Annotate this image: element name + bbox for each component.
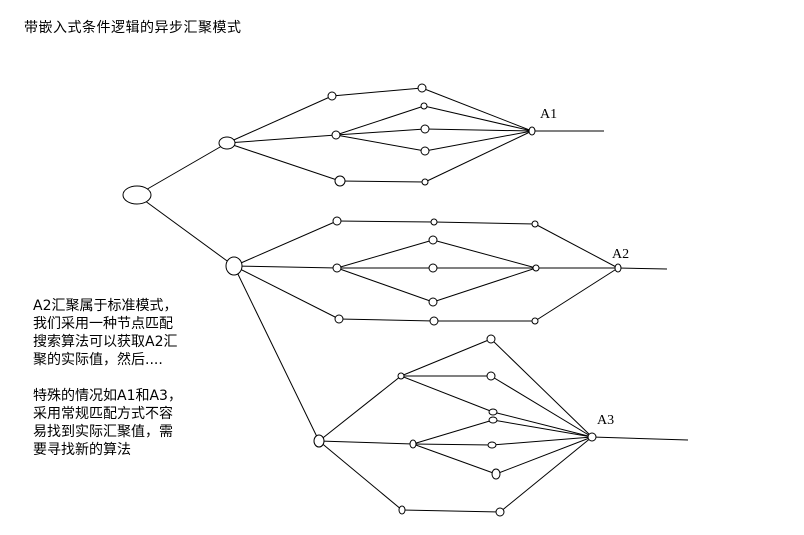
edge-y-z [412, 443, 493, 446]
node-s [531, 317, 539, 325]
node-aa [491, 468, 501, 480]
edge-j-k [433, 221, 536, 225]
edge-l-o [336, 267, 434, 303]
edges [136, 87, 689, 513]
node-g [334, 175, 346, 187]
edge-c-f [335, 134, 426, 152]
edge-s1-c [226, 134, 337, 144]
node-j [430, 218, 438, 226]
node-z [487, 441, 497, 449]
edge-bb-cc [401, 509, 501, 513]
node-root [122, 185, 152, 205]
edge-m-p [432, 239, 537, 269]
edge-k-A2 [534, 223, 619, 269]
node-x [488, 416, 498, 424]
edge-s1-a [226, 95, 333, 144]
edge-x-A3 [492, 419, 593, 438]
node-s1 [218, 136, 236, 150]
edge-s2-q [233, 265, 340, 320]
edge-y-aa [412, 443, 497, 475]
diagram-title: 带嵌入式条件逻辑的异步汇聚模式 [24, 20, 242, 36]
node-l [332, 263, 342, 273]
edge-i-j [336, 220, 435, 223]
node-y [409, 439, 417, 449]
edge-h-A1 [424, 130, 533, 183]
edge-s-A2 [534, 267, 619, 322]
node-t [397, 372, 405, 380]
edge-t-u [400, 338, 492, 377]
node-o [428, 297, 438, 307]
edge-c-d [335, 105, 425, 136]
node-i [332, 216, 342, 226]
edge-y-x [412, 419, 494, 445]
edge-c-e [335, 128, 426, 136]
node-w [488, 408, 498, 416]
node-d [420, 102, 428, 110]
notes-text: A2汇聚属于标准模式，我们采用一种节点匹配搜索算法可以获取A2汇聚的实际值，然后… [33, 297, 183, 477]
node-v [486, 371, 496, 381]
edge-w-A3 [492, 411, 593, 438]
edge-b-A1 [421, 87, 533, 132]
node-u [486, 334, 496, 344]
edge-v-A3 [490, 375, 593, 438]
node-n [428, 263, 438, 273]
edge-d-A1 [423, 105, 533, 132]
note-paragraph-standard: A2汇聚属于标准模式，我们采用一种节点匹配搜索算法可以获取A2汇聚的实际值，然后… [33, 298, 178, 368]
edge-s3-bb [318, 440, 403, 511]
edge-aa-A3 [495, 436, 593, 475]
node-k [531, 220, 539, 228]
edge-a-b [331, 87, 423, 97]
edge-s1-g [226, 142, 341, 182]
edge-f-A1 [424, 130, 533, 152]
node-q [334, 314, 344, 324]
node-A1 [528, 126, 536, 136]
label-a3: A3 [597, 413, 614, 428]
node-p [532, 264, 540, 272]
edge-s3-t [318, 375, 402, 442]
edge-root-s1 [136, 142, 228, 196]
output-line-a2 [617, 267, 668, 270]
edge-cc-A3 [499, 436, 593, 513]
edge-s3-y [318, 440, 414, 445]
edge-g-h [339, 180, 426, 183]
node-r [429, 316, 439, 326]
node-A3 [587, 432, 597, 442]
nodes [122, 83, 622, 517]
node-f [420, 146, 430, 156]
edge-l-m [336, 239, 434, 269]
note-paragraph-special: 特殊的情况如A1和A3，采用常规匹配方式不容易找到实际汇聚值，需要寻找新的算法 [33, 388, 182, 458]
edge-s2-s3 [233, 265, 320, 442]
edge-e-A1 [424, 128, 533, 132]
node-m [428, 235, 438, 245]
node-A2 [614, 263, 622, 273]
edge-o-p [432, 267, 537, 303]
edge-s2-l [233, 265, 338, 269]
edge-q-r [338, 318, 435, 322]
node-s2 [225, 256, 243, 276]
node-a [327, 91, 337, 101]
edge-z-A3 [491, 436, 593, 446]
label-a1: A1 [540, 107, 557, 122]
edge-t-w [400, 375, 494, 413]
edge-u-A3 [490, 338, 593, 438]
node-s3 [313, 434, 325, 448]
edge-root-s2 [136, 194, 235, 267]
edge-s2-i [233, 220, 338, 267]
node-bb [398, 505, 406, 515]
node-cc [495, 507, 505, 517]
node-e [420, 124, 430, 134]
node-b [417, 83, 427, 93]
node-h [421, 178, 429, 186]
label-a2: A2 [612, 247, 629, 262]
output-line-a3 [591, 436, 689, 441]
node-c [331, 130, 341, 140]
